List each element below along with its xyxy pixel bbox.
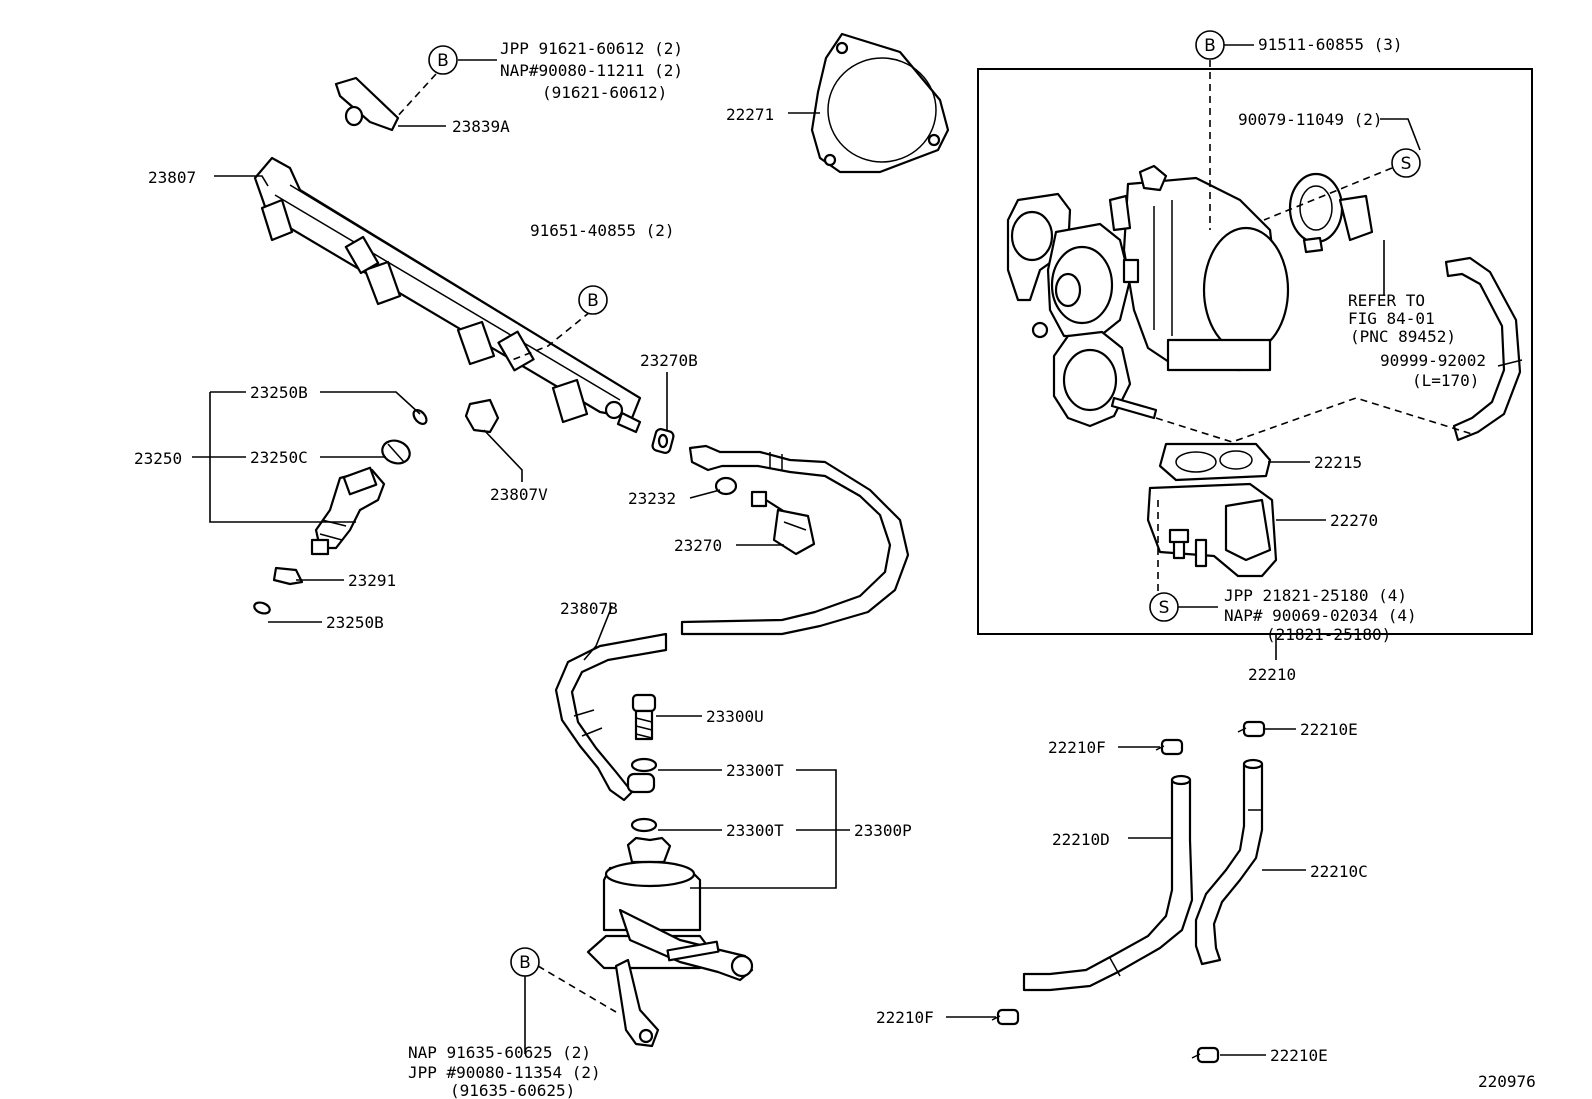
gasket-23270B [651, 428, 675, 454]
clamp-22210E-bottom [1191, 1046, 1220, 1064]
label-23807V: 23807V [490, 485, 548, 504]
o-ring-23250B-top [412, 408, 428, 426]
label-23807B: 23807B [560, 599, 618, 618]
note-refer-line3: (PNC 89452) [1350, 327, 1456, 346]
bracket-23839A [334, 76, 400, 132]
label-23250C: 23250C [250, 448, 308, 467]
label-23300T-bottom: 23300T [726, 821, 784, 840]
throttle-body [1006, 164, 1290, 428]
callout-s-sensor-text: S [1401, 154, 1412, 174]
label-22210D: 22210D [1052, 830, 1110, 849]
note-top-left-alt: (91621-60612) [542, 83, 667, 102]
callout-b-throttle-text: B [1204, 36, 1216, 56]
diagram-id: 220976 [1478, 1072, 1536, 1091]
label-23839A: 23839A [452, 117, 510, 136]
hose-90999-92002 [1444, 256, 1522, 442]
label-91511-60855: 91511-60855 (3) [1258, 35, 1403, 54]
note-throttle-nap: NAP# 90069-02034 (4) [1224, 606, 1417, 625]
label-90999-92002: 90999-92002 [1380, 351, 1486, 370]
label-22210F-bottom: 22210F [876, 1008, 934, 1027]
note-top-left-jpp: JPP 91621-60612 (2) [500, 39, 683, 58]
callout-s-sensor: S [1391, 148, 1421, 178]
gasket-22215 [1158, 442, 1272, 482]
label-90079-11049: 90079-11049 (2) [1238, 110, 1383, 129]
clamp-22210E-top [1237, 720, 1266, 738]
callout-b-rail: B [578, 285, 608, 315]
label-91651-40855: 91651-40855 (2) [530, 221, 675, 240]
label-23807: 23807 [148, 168, 196, 187]
label-22215: 22215 [1314, 453, 1362, 472]
o-ring-23250B-bottom [253, 601, 271, 615]
label-22271: 22271 [726, 105, 774, 124]
hose-22210D [1022, 774, 1194, 992]
note-bottom-alt: (91635-60625) [450, 1081, 575, 1099]
label-22210C: 22210C [1310, 862, 1368, 881]
gasket-22271 [810, 32, 950, 174]
note-refer-line2: FIG 84-01 [1348, 309, 1435, 328]
label-22270: 22270 [1330, 511, 1378, 530]
label-23232: 23232 [628, 489, 676, 508]
pulsation-damper-23270 [750, 490, 816, 556]
clamp-22210F-bottom [991, 1008, 1020, 1026]
hose-22210C [1194, 758, 1264, 966]
callout-b-filter-text: B [519, 953, 531, 973]
label-23291: 23291 [348, 571, 396, 590]
insulator-23807V [464, 398, 500, 434]
note-throttle-alt: (21821-25180) [1266, 625, 1391, 644]
label-22210F-top: 22210F [1048, 738, 1106, 757]
fuel-filter-23300P [586, 836, 754, 1048]
label-22210E-bottom: 22210E [1270, 1046, 1328, 1065]
note-throttle-jpp: JPP 21821-25180 (4) [1224, 586, 1407, 605]
idle-air-control-valve-22270 [1146, 482, 1278, 578]
gasket-23300T-bottom [630, 817, 658, 833]
label-23300P: 23300P [854, 821, 912, 840]
callout-b-rail-text: B [587, 291, 599, 311]
label-22210: 22210 [1248, 665, 1296, 684]
label-23300T-top: 23300T [726, 761, 784, 780]
union-bolt-23300U [631, 693, 657, 741]
callout-b-top-left-text: B [437, 51, 449, 71]
label-22210E-top: 22210E [1300, 720, 1358, 739]
gasket-23232 [714, 476, 738, 496]
label-23270: 23270 [674, 536, 722, 555]
callout-b-top-left: B [428, 45, 458, 75]
fuel-injector [310, 466, 386, 556]
callout-b-filter: B [510, 947, 540, 977]
throttle-body-group-box [977, 68, 1533, 635]
union-fitting [626, 772, 656, 794]
note-bottom-jpp: JPP #90080-11354 (2) [408, 1063, 601, 1082]
callout-s-iacv-text: S [1159, 598, 1170, 618]
callout-s-iacv: S [1149, 592, 1179, 622]
fuel-hose-23807B [554, 444, 910, 802]
label-90999-length: (L=170) [1412, 371, 1479, 390]
label-23250: 23250 [134, 449, 182, 468]
label-23250B-top: 23250B [250, 383, 308, 402]
callout-b-throttle: B [1195, 30, 1225, 60]
label-23300U: 23300U [706, 707, 764, 726]
throttle-position-sensor [1288, 172, 1374, 254]
gasket-23300T-top [630, 757, 658, 773]
cushion-23250C [381, 439, 411, 465]
label-23270B: 23270B [640, 351, 698, 370]
clip-23291 [272, 566, 304, 586]
clamp-22210F-top [1155, 738, 1184, 756]
note-refer-line1: REFER TO [1348, 291, 1425, 310]
note-bottom-nap: NAP 91635-60625 (2) [408, 1043, 591, 1062]
note-top-left-nap: NAP#90080-11211 (2) [500, 61, 683, 80]
label-23250B-bottom: 23250B [326, 613, 384, 632]
fuel-delivery-pipe [253, 156, 642, 434]
